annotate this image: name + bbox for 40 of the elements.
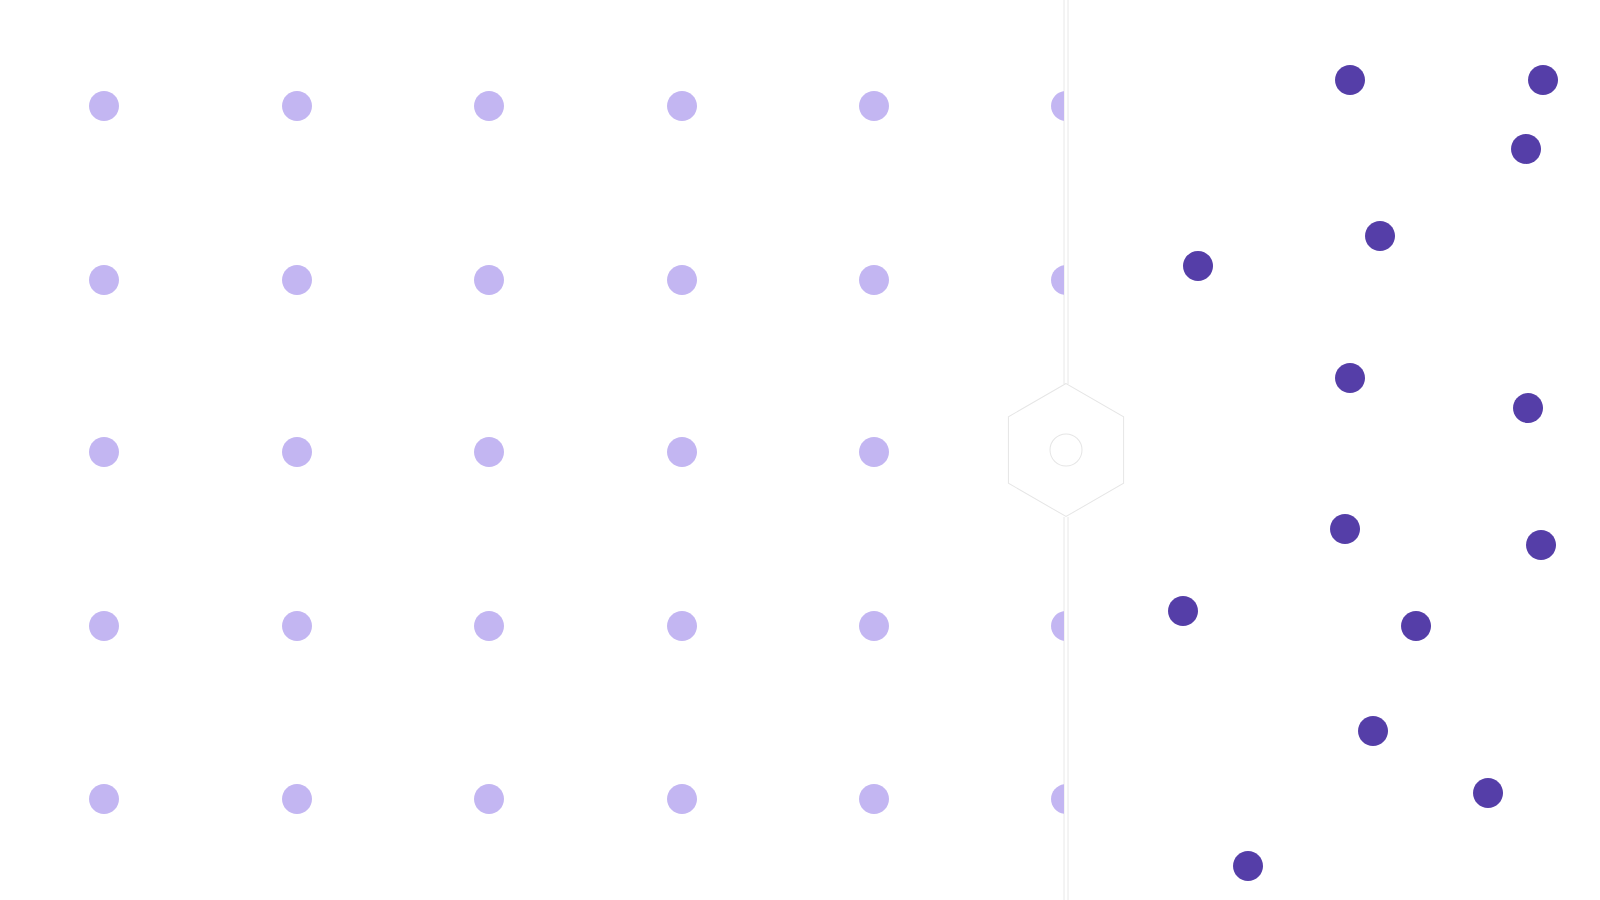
dot [282, 437, 312, 467]
dot [1401, 611, 1431, 641]
dot [859, 437, 889, 467]
dot [859, 784, 889, 814]
dot [1528, 65, 1558, 95]
dot [474, 265, 504, 295]
dot [667, 784, 697, 814]
dot [474, 437, 504, 467]
dot [1233, 851, 1263, 881]
hexagon-icon [1007, 383, 1125, 517]
dot [859, 91, 889, 121]
dot [89, 91, 119, 121]
dot [1168, 596, 1198, 626]
dot [282, 265, 312, 295]
dot [89, 265, 119, 295]
dot [667, 265, 697, 295]
dot [1365, 221, 1395, 251]
dot [1526, 530, 1556, 560]
dot [282, 91, 312, 121]
dot [667, 91, 697, 121]
dot [667, 611, 697, 641]
dot [859, 265, 889, 295]
dot [667, 437, 697, 467]
dot [282, 611, 312, 641]
dot [89, 437, 119, 467]
dot [89, 784, 119, 814]
dot [474, 611, 504, 641]
dot [1511, 134, 1541, 164]
dot [1358, 716, 1388, 746]
dot [1473, 778, 1503, 808]
dot [89, 611, 119, 641]
dot [474, 784, 504, 814]
dot [1183, 251, 1213, 281]
dot [859, 611, 889, 641]
dot [1330, 514, 1360, 544]
dot [1335, 363, 1365, 393]
dot [1335, 65, 1365, 95]
dot [474, 91, 504, 121]
dot [282, 784, 312, 814]
dot [1513, 393, 1543, 423]
